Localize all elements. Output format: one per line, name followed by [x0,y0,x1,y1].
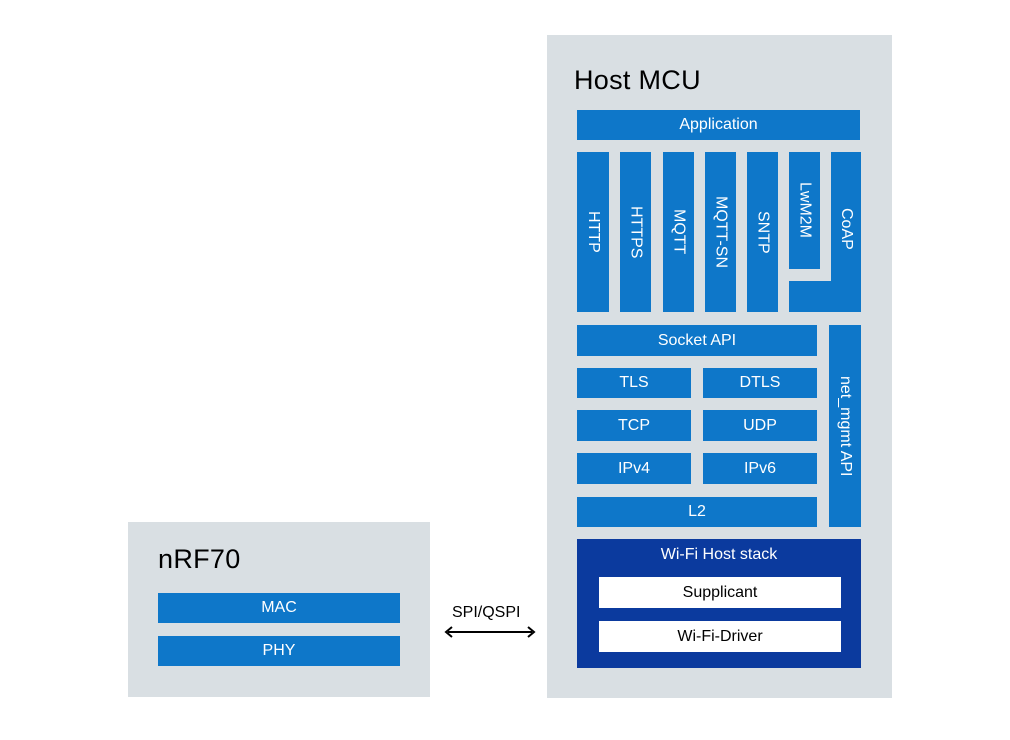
protocol-sntp: SNTP [747,152,778,312]
protocol-coap: CoAP [831,152,861,312]
mac-block: MAC [158,593,400,623]
ipv4-block: IPv4 [577,453,691,484]
wifi-driver-block: Wi-Fi-Driver [599,621,841,652]
udp-block: UDP [703,410,817,441]
phy-block: PHY [158,636,400,666]
socket-api-block: Socket API [577,325,817,356]
double-arrow-icon [444,626,536,638]
host-mcu-panel: Host MCU Application HTTP HTTPS MQTT MQT… [547,35,892,698]
protocol-mqtt-sn: MQTT-SN [705,152,736,312]
tcp-block: TCP [577,410,691,441]
tls-block: TLS [577,368,691,398]
wifi-host-stack: Wi-Fi Host stack Supplicant Wi-Fi-Driver [577,539,861,668]
nrf70-title: nRF70 [158,544,241,574]
protocol-https: HTTPS [620,152,651,312]
net-mgmt-api-block: net_mgmt API [829,325,861,527]
nrf70-panel: nRF70 MAC PHY [128,522,430,697]
wifi-host-stack-title: Wi-Fi Host stack [660,546,778,563]
l2-block: L2 [577,497,817,527]
host-mcu-title: Host MCU [574,65,701,95]
spi-qspi-label: SPI/QSPI [452,604,521,621]
protocol-http: HTTP [577,152,609,312]
supplicant-block: Supplicant [599,577,841,608]
dtls-block: DTLS [703,368,817,398]
protocol-lwm2m: LwM2M [789,152,820,269]
application-block: Application [577,110,860,140]
protocol-coap-foot [789,281,832,312]
protocol-mqtt: MQTT [663,152,694,312]
ipv6-block: IPv6 [703,453,817,484]
